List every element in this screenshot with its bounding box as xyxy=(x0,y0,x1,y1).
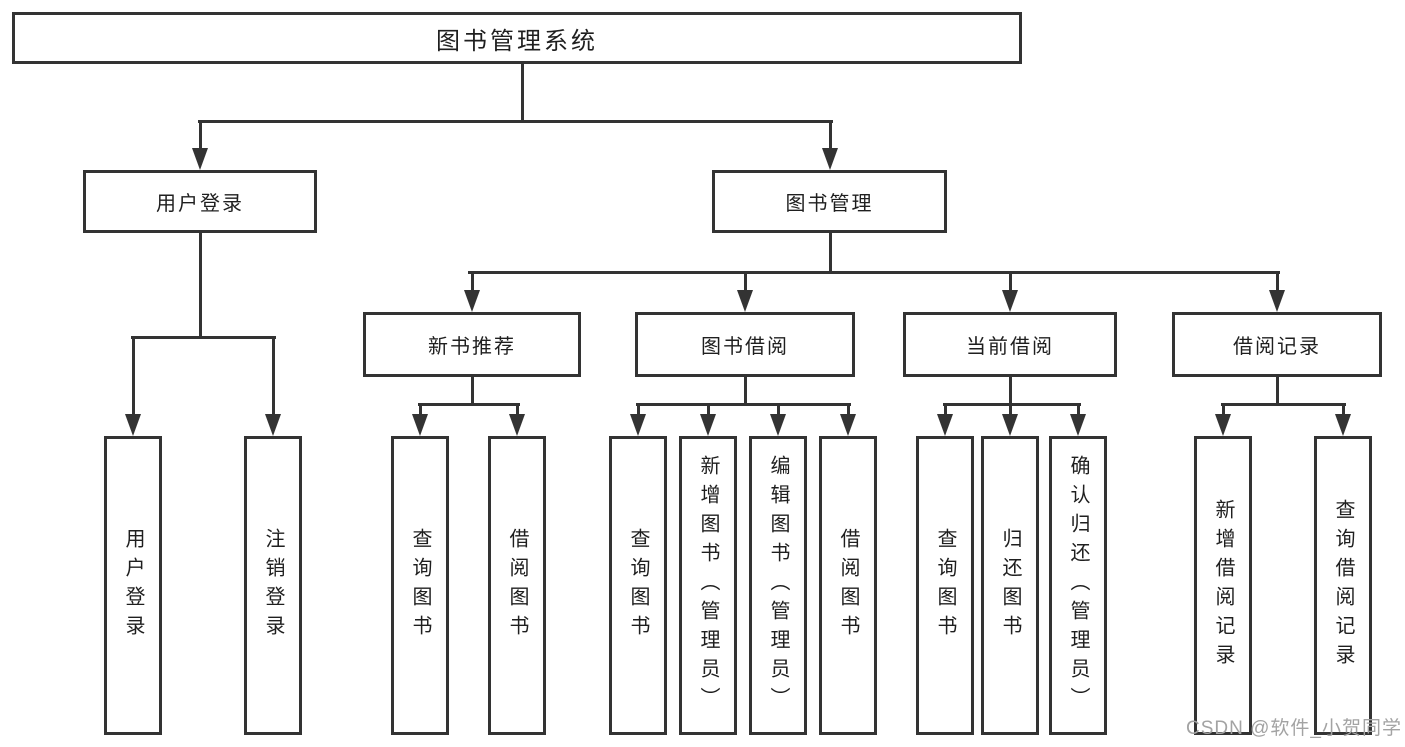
connector-line xyxy=(471,271,474,295)
node-logout: 注销登录 xyxy=(244,436,302,735)
node-return-book: 归还图书 xyxy=(981,436,1039,735)
connector-line xyxy=(744,271,747,295)
connector-line xyxy=(744,377,747,405)
connector-line xyxy=(272,336,275,418)
connector-line xyxy=(1276,271,1279,295)
arrow-down-icon xyxy=(840,414,856,436)
connector-line xyxy=(944,403,947,418)
csdn-watermark: CSDN @软件_小贺同学 xyxy=(1186,718,1402,739)
connector-line xyxy=(636,403,851,406)
connector-line xyxy=(1009,403,1012,418)
arrow-down-icon xyxy=(770,414,786,436)
connector-line xyxy=(1009,271,1012,295)
arrow-down-icon xyxy=(125,414,141,436)
node-user-login-leaf: 用户登录 xyxy=(104,436,162,735)
arrow-down-icon xyxy=(1215,414,1231,436)
connector-line xyxy=(777,403,780,418)
arrow-down-icon xyxy=(700,414,716,436)
node-book-management: 图书管理 xyxy=(712,170,947,233)
connector-line xyxy=(419,403,422,418)
node-query-books-current: 查询图书 xyxy=(916,436,974,735)
node-add-book-admin: 新增图书（管理员） xyxy=(679,436,737,735)
connector-line xyxy=(471,377,474,405)
node-confirm-return-admin: 确认归还（管理员） xyxy=(1049,436,1107,735)
connector-line xyxy=(1222,403,1225,418)
node-borrow-books-recommend: 借阅图书 xyxy=(488,436,546,735)
connector-line xyxy=(1221,403,1346,406)
connector-line xyxy=(198,120,833,123)
node-query-books-recommend: 查询图书 xyxy=(391,436,449,735)
connector-line xyxy=(707,403,710,418)
arrow-down-icon xyxy=(630,414,646,436)
connector-line xyxy=(1276,377,1279,405)
arrow-down-icon xyxy=(1002,414,1018,436)
arrow-down-icon xyxy=(1335,414,1351,436)
connector-line xyxy=(131,336,276,339)
arrow-down-icon xyxy=(937,414,953,436)
connector-line xyxy=(1077,403,1080,418)
connector-line xyxy=(516,403,519,418)
arrow-down-icon xyxy=(265,414,281,436)
node-new-book-recommend: 新书推荐 xyxy=(363,312,581,377)
node-current-borrow: 当前借阅 xyxy=(903,312,1117,377)
connector-line xyxy=(1342,403,1345,418)
arrow-down-icon xyxy=(737,290,753,312)
connector-line xyxy=(199,120,202,154)
connector-line xyxy=(637,403,640,418)
node-edit-book-admin: 编辑图书（管理员） xyxy=(749,436,807,735)
connector-line xyxy=(847,403,850,418)
arrow-down-icon xyxy=(192,148,208,170)
node-user-login: 用户登录 xyxy=(83,170,317,233)
arrow-down-icon xyxy=(412,414,428,436)
connector-line xyxy=(199,232,202,338)
node-borrow-books-leaf: 借阅图书 xyxy=(819,436,877,735)
node-query-borrow-record: 查询借阅记录 xyxy=(1314,436,1372,735)
connector-line xyxy=(1009,377,1012,405)
arrow-down-icon xyxy=(1002,290,1018,312)
node-root: 图书管理系统 xyxy=(12,12,1022,64)
node-borrow-records: 借阅记录 xyxy=(1172,312,1382,377)
node-book-borrow: 图书借阅 xyxy=(635,312,855,377)
arrow-down-icon xyxy=(464,290,480,312)
connector-line xyxy=(521,64,524,123)
connector-line xyxy=(418,403,520,406)
arrow-down-icon xyxy=(1269,290,1285,312)
node-query-books-borrow: 查询图书 xyxy=(609,436,667,735)
connector-line xyxy=(132,336,135,418)
node-add-borrow-record: 新增借阅记录 xyxy=(1194,436,1252,735)
connector-line xyxy=(468,271,1280,274)
connector-line xyxy=(943,403,1081,406)
arrow-down-icon xyxy=(1070,414,1086,436)
arrow-down-icon xyxy=(509,414,525,436)
arrow-down-icon xyxy=(822,148,838,170)
connector-line xyxy=(829,232,832,273)
connector-line xyxy=(829,120,832,154)
